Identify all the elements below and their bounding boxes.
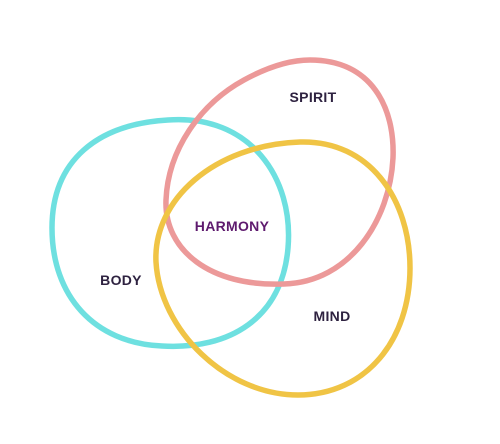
mind-circle	[153, 139, 413, 398]
mind-label: MIND	[313, 308, 351, 324]
spirit-circle	[163, 57, 396, 287]
body-circle	[49, 116, 292, 350]
spirit-label: SPIRIT	[289, 89, 337, 105]
harmony-label: HARMONY	[194, 218, 270, 234]
body-label: BODY	[100, 272, 142, 288]
